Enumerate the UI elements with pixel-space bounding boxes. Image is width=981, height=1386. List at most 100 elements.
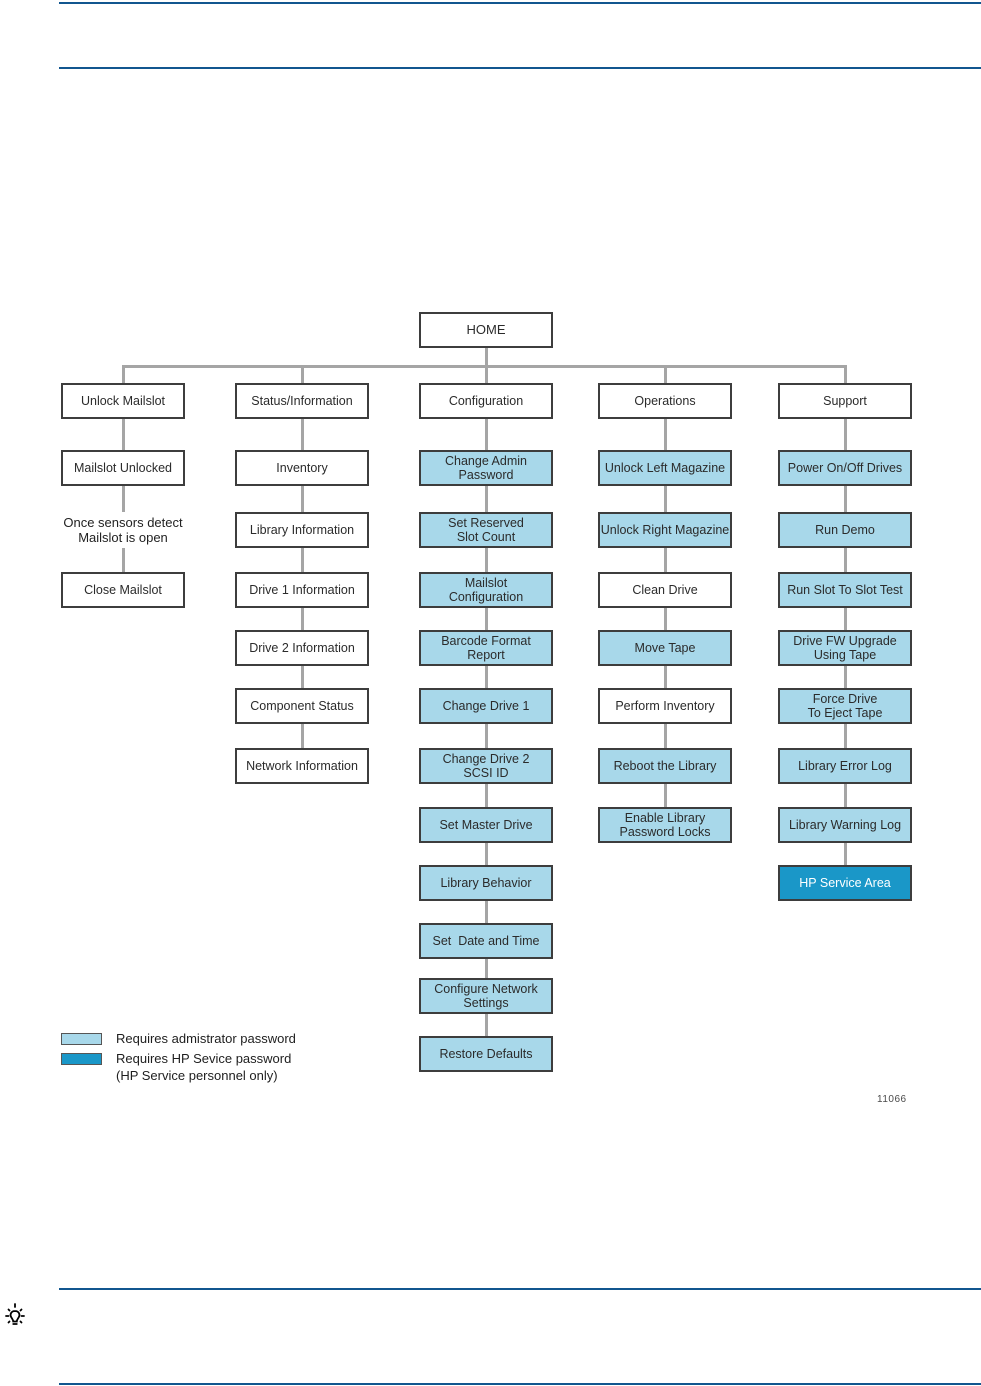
node-change-drive-1: Change Drive 1 xyxy=(419,688,553,724)
node-mailslot-unlocked: Mailslot Unlocked xyxy=(61,450,185,486)
node-label: Run Demo xyxy=(815,522,875,537)
node-home-label: HOME xyxy=(466,321,506,337)
page-rule-top-2 xyxy=(59,67,981,69)
node-label: Barcode Format xyxy=(441,633,531,648)
node-label: Clean Drive xyxy=(632,582,698,597)
node-label: Library Behavior xyxy=(440,875,532,890)
node-label: Set Master Drive xyxy=(439,817,533,832)
page-rule-top-1 xyxy=(59,2,981,4)
node-label: Inventory xyxy=(276,460,328,475)
node-label: Unlock Right Magazine xyxy=(600,522,730,537)
node-label: Configuration xyxy=(448,393,524,408)
legend-label-service-1: Requires HP Sevice password xyxy=(116,1051,292,1066)
node-label: Network Information xyxy=(246,758,358,773)
node-label: Move Tape xyxy=(634,640,696,655)
node-component-status: Component Status xyxy=(235,688,369,724)
node-label: Operations xyxy=(634,393,696,408)
node-library-information: Library Information xyxy=(235,512,369,548)
node-label: Settings xyxy=(463,996,509,1010)
node-label: Change Admin xyxy=(444,453,527,468)
node-label: Change Drive 1 xyxy=(442,698,530,713)
legend-swatch-admin xyxy=(61,1033,102,1045)
node-home: HOME xyxy=(419,312,553,348)
node-label: Status/Information xyxy=(251,393,353,408)
node-drive-1-information: Drive 1 Information xyxy=(235,572,369,608)
node-label: Once sensors detect xyxy=(63,515,183,530)
node-label: Configuration xyxy=(448,590,524,604)
node-library-behavior: Library Behavior xyxy=(419,865,553,901)
node-inventory: Inventory xyxy=(235,450,369,486)
node-reboot-the-library: Reboot the Library xyxy=(598,748,732,784)
page-rule-bottom-2 xyxy=(59,1383,981,1385)
column-header-status-information: Status/Information xyxy=(235,383,369,419)
legend-label-service-2: (HP Service personnel only) xyxy=(116,1068,278,1083)
node-label: Slot Count xyxy=(456,530,516,544)
connector-column-support xyxy=(843,365,847,867)
node-label: Set Reserved xyxy=(448,515,524,530)
tip-lightbulb-icon xyxy=(4,1302,26,1339)
connector-spine xyxy=(123,365,845,368)
node-library-error-log: Library Error Log xyxy=(778,748,912,784)
node-label: Library Warning Log xyxy=(788,817,902,832)
node-library-warning-log: Library Warning Log xyxy=(778,807,912,843)
node-set-date-and-time: Set Date and Time xyxy=(419,923,553,959)
node-power-on-off-drives: Power On/Off Drives xyxy=(778,450,912,486)
column-header-unlock-mailslot: Unlock Mailslot xyxy=(61,383,185,419)
column-header-support: Support xyxy=(778,383,912,419)
node-label: Unlock Mailslot xyxy=(80,393,166,408)
node-move-tape: Move Tape xyxy=(598,630,732,666)
node-label: Password xyxy=(458,468,514,482)
legend-swatch-service xyxy=(61,1053,102,1065)
node-label: Enable Library xyxy=(624,810,706,825)
column-header-operations: Operations xyxy=(598,383,732,419)
node-label: Run Slot To Slot Test xyxy=(787,582,903,597)
node-label: Mailslot is open xyxy=(78,530,168,545)
node-label: Component Status xyxy=(250,698,354,713)
node-label: Unlock Left Magazine xyxy=(604,460,726,475)
node-label: To Eject Tape xyxy=(807,706,883,720)
node-label: Power On/Off Drives xyxy=(787,460,903,475)
figure-number: 11066 xyxy=(877,1094,907,1105)
node-label: Report xyxy=(467,648,505,662)
node-label: SCSI ID xyxy=(463,766,509,780)
node-label: Mailslot Unlocked xyxy=(74,460,172,475)
node-run-demo: Run Demo xyxy=(778,512,912,548)
node-label: Mailslot xyxy=(464,575,508,590)
node-label: Force Drive xyxy=(812,691,878,706)
connector-home-stub xyxy=(484,348,488,368)
node-close-mailslot: Close Mailslot xyxy=(61,572,185,608)
node-label: Restore Defaults xyxy=(439,1046,533,1061)
page-rule-bottom-1 xyxy=(59,1288,981,1290)
node-drive-2-information: Drive 2 Information xyxy=(235,630,369,666)
legend-label-admin: Requires admistrator password xyxy=(116,1031,296,1046)
node-set-master-drive: Set Master Drive xyxy=(419,807,553,843)
node-label: Support xyxy=(823,393,867,408)
node-label: Close Mailslot xyxy=(84,582,162,597)
node-label: Reboot the Library xyxy=(613,758,717,773)
node-hp-service-area: HP Service Area xyxy=(778,865,912,901)
node-label: Configure Network xyxy=(434,981,538,996)
node-label: Using Tape xyxy=(813,648,877,662)
node-unlock-left-magazine: Unlock Left Magazine xyxy=(598,450,732,486)
node-run-slot-to-slot-test: Run Slot To Slot Test xyxy=(778,572,912,608)
node-perform-inventory: Perform Inventory xyxy=(598,688,732,724)
node-label: Set Date and Time xyxy=(432,933,540,948)
node-network-information: Network Information xyxy=(235,748,369,784)
node-label: Library Information xyxy=(249,522,355,537)
node-label: Library Error Log xyxy=(798,758,892,773)
node-clean-drive: Clean Drive xyxy=(598,572,732,608)
node-label: Password Locks xyxy=(619,825,711,839)
node-label: Change Drive 2 xyxy=(442,751,530,766)
